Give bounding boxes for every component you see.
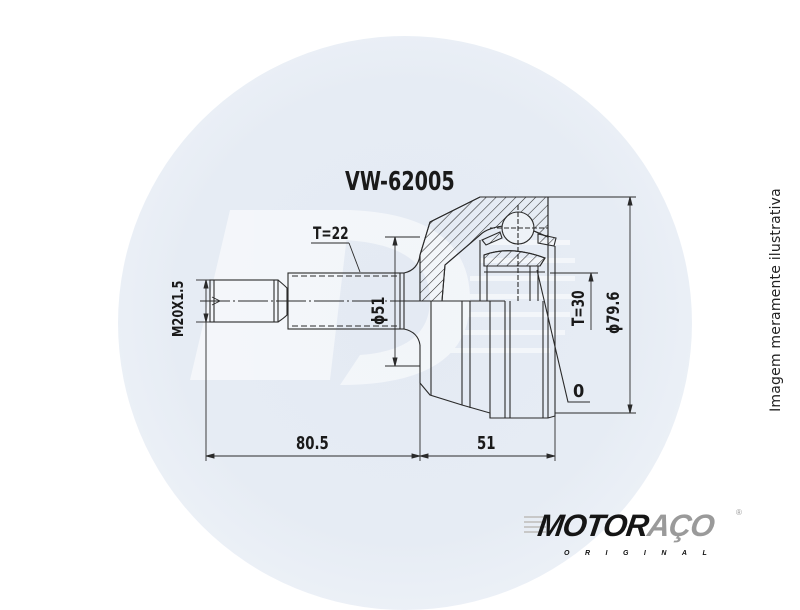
brand-tagline: ORIGINAL	[564, 550, 723, 557]
brand-name: MOTORAÇO	[535, 508, 717, 544]
label-length-body: 51	[477, 433, 495, 454]
label-abs: 0	[573, 381, 584, 402]
brand-logo: MOTORAÇO ® ORIGINAL	[524, 506, 754, 566]
label-shaft-diameter: ϕ51	[368, 297, 388, 325]
label-outer-diameter: ϕ79.6	[603, 291, 623, 334]
label-teeth-inner: T=30	[569, 290, 589, 326]
label-teeth-outer: T=22	[313, 224, 349, 244]
dimension-labels: VW-62005 T=22 M20X1.5 ϕ51 T=30 ϕ79.6 0 8…	[170, 166, 623, 453]
label-thread: M20X1.5	[170, 280, 187, 337]
brand-speed-stripes	[524, 516, 546, 536]
dimension-lines	[196, 196, 636, 461]
part-outline	[200, 196, 590, 419]
brand-name-part1: MOTOR	[535, 508, 651, 543]
registered-mark: ®	[736, 508, 742, 517]
brand-name-part2: AÇO	[645, 508, 717, 543]
disclaimer-text: Imagem meramente ilustrativa	[768, 188, 784, 412]
part-number: VW-62005	[345, 166, 455, 197]
label-length-shaft: 80.5	[296, 433, 329, 454]
